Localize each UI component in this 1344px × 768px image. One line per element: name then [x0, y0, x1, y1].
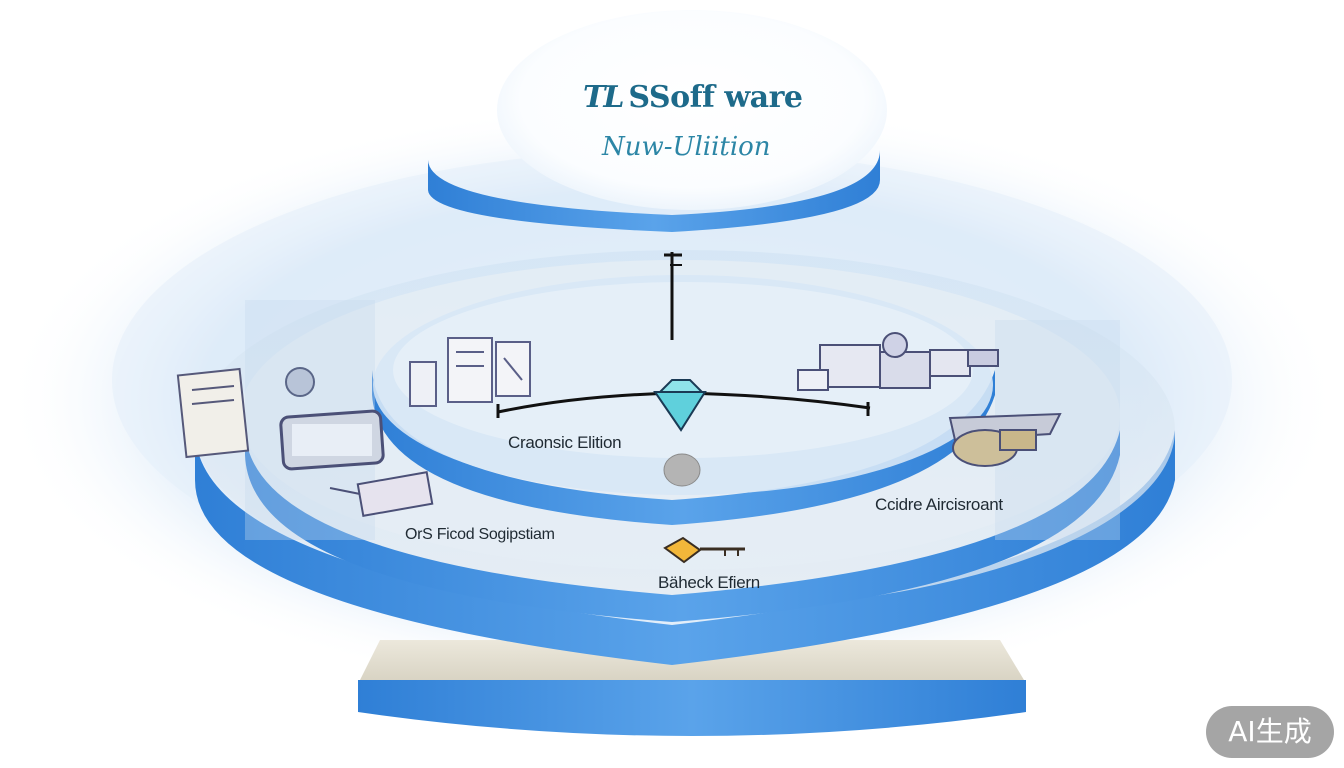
- center-marker-top: [657, 379, 705, 393]
- label-classic-edition: Craonsic Elition: [508, 433, 622, 452]
- top-disc-band: [428, 150, 880, 232]
- inner-tier-glass: [393, 282, 973, 458]
- label-open-source: OrS Ficod Sogipstiam: [405, 526, 555, 543]
- stone-icon: [663, 453, 701, 487]
- gear-icon: [285, 367, 315, 397]
- label-core-assistant: Ccidre Aircisroant: [875, 495, 1003, 514]
- machine-icon: [797, 332, 999, 391]
- tablet-icon: [279, 409, 385, 471]
- base-band: [358, 680, 1026, 736]
- middle-tier-band: [245, 430, 1120, 622]
- label-basic-edition: Bäheck Efiern: [658, 573, 760, 592]
- logo-cloud: [497, 10, 887, 210]
- key-icon: [663, 536, 745, 564]
- document-icon: [409, 337, 531, 407]
- outer-tier-wall: [195, 430, 1175, 665]
- inner-tier-band: [372, 370, 995, 525]
- logo-subtitle: Nuw-Uliition: [602, 132, 771, 162]
- chart-device-icon: [948, 412, 1062, 467]
- papers-icon: [176, 367, 250, 459]
- plug-icon: [329, 471, 434, 517]
- ai-generated-badge: AI生成: [1206, 706, 1334, 758]
- logo-title-text: SSoff ware: [628, 80, 803, 115]
- logo-mark: TL: [583, 80, 624, 115]
